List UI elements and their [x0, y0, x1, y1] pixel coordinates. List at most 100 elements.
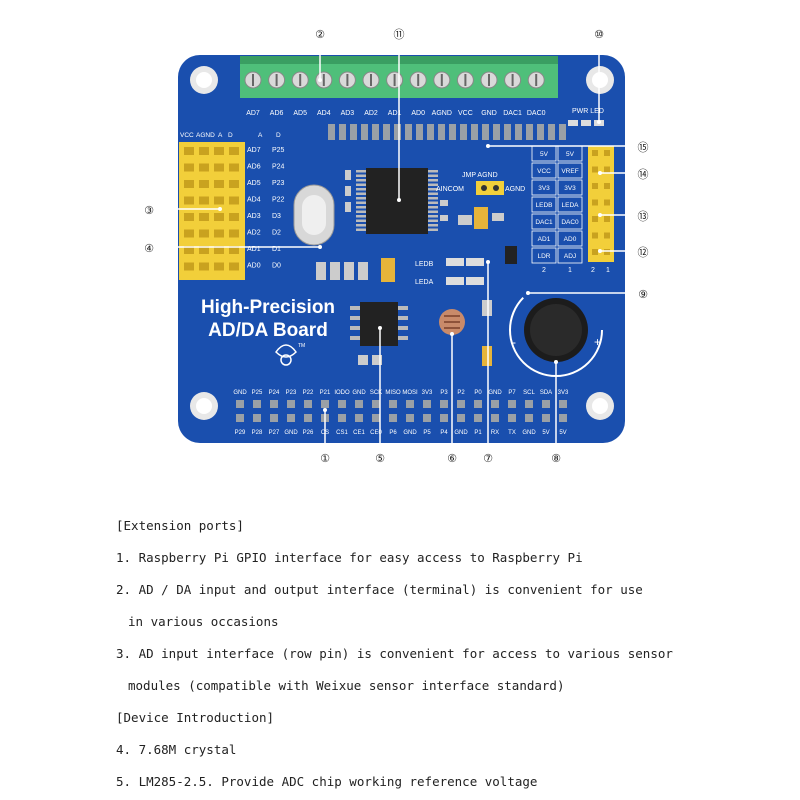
gpio-pin	[270, 414, 278, 422]
gpio-bottom-label: CE0	[370, 430, 382, 436]
gpio-top-label: P25	[252, 390, 263, 396]
jumper-table-cell: 3V3	[564, 185, 576, 192]
aincom-label: AINCOM	[436, 186, 464, 193]
gpio-pin	[508, 414, 516, 422]
desc-item-1: 1. Raspberry Pi GPIO interface for easy …	[116, 550, 583, 565]
jumper-col-number: 2	[542, 267, 546, 274]
gpio-pin	[389, 400, 397, 408]
gpio-pin	[474, 400, 482, 408]
jmp-agnd: JMP AGND AINCOM AGND	[436, 172, 525, 195]
gpio-pin	[304, 414, 312, 422]
section-heading-device: [Device Introduction]	[116, 710, 275, 725]
gpio-pin	[406, 414, 414, 422]
gpio-pin	[508, 400, 516, 408]
svg-text:-: -	[512, 335, 516, 349]
right-jumpers	[588, 146, 614, 262]
terminal-label: AD0	[411, 110, 425, 117]
gpio-bottom-label: P1	[474, 430, 482, 436]
left-header-col-label: A	[258, 132, 263, 139]
gpio-pin	[423, 400, 431, 408]
left-p-label: P23	[272, 180, 285, 187]
gpio-pin	[491, 414, 499, 422]
brand-logo: TM	[275, 343, 305, 366]
gpio-pin	[542, 414, 550, 422]
agnd-label: AGND	[505, 186, 525, 193]
gpio-bottom-label: TX	[508, 430, 516, 436]
pin-row-top	[328, 124, 566, 140]
logo-tm: TM	[298, 343, 305, 349]
gpio-bottom-label: P4	[440, 430, 448, 436]
gpio-top-label: P0	[474, 390, 482, 396]
adc-chip	[356, 168, 438, 234]
callout-number: ②	[315, 28, 325, 41]
gpio-bottom-label: P6	[389, 430, 397, 436]
gpio-bottom-label: RX	[491, 430, 499, 436]
jumper-table-cell: VREF	[561, 168, 578, 175]
callout-number: ⑤	[375, 452, 385, 465]
left-header-col-label: A	[218, 132, 223, 139]
left-ad-label: AD5	[247, 180, 261, 187]
gpio-pin	[440, 414, 448, 422]
callout-number: ⑪	[394, 28, 405, 41]
gpio-pin	[559, 400, 567, 408]
gpio-top-label: GND	[352, 390, 366, 396]
gpio-top-label: P22	[303, 390, 314, 396]
crystal-oscillator	[293, 184, 335, 246]
pwr-led-label: PWR LED	[572, 108, 604, 115]
desc-item-4: 4. 7.68M crystal	[116, 742, 237, 757]
gpio-bottom-label: 5V	[542, 430, 549, 436]
reference-chip	[350, 302, 408, 346]
gpio-top-label: P2	[457, 390, 465, 396]
gpio-top-label: P24	[269, 390, 280, 396]
gpio-bottom-label: GND	[403, 430, 417, 436]
gpio-pin	[304, 400, 312, 408]
left-ad-label: AD2	[247, 230, 261, 237]
left-p-label: D0	[272, 263, 281, 270]
left-p-label: P22	[272, 197, 285, 204]
ledb-label: LEDB	[415, 261, 434, 268]
gpio-pin	[253, 414, 261, 422]
left-ad-label: AD7	[247, 147, 261, 154]
gpio-bottom-label: 5V	[559, 430, 566, 436]
callout-number: ⑦	[483, 452, 493, 465]
terminal-label: AD3	[341, 110, 355, 117]
gpio-top-label: SCK	[370, 390, 382, 396]
gpio-pin	[355, 400, 363, 408]
callout-number: ⑭	[638, 168, 649, 181]
left-header-col-label: VCC	[180, 132, 194, 139]
left-p-label: D1	[272, 246, 281, 253]
gpio-pin	[474, 414, 482, 422]
jumper-col-number: 1	[568, 267, 572, 274]
leds: LEDB LEDA	[415, 258, 484, 286]
gpio-top-label: SDA	[540, 390, 552, 396]
gpio-pin	[440, 400, 448, 408]
gpio-top-label: GND	[488, 390, 502, 396]
jumper-table-cell: AD0	[564, 236, 577, 243]
terminal-label: AGND	[432, 110, 452, 117]
callout-number: ⑫	[638, 246, 649, 259]
gpio-pin	[287, 414, 295, 422]
gpio-top-label: SCL	[523, 390, 535, 396]
gpio-top-label: MOSI	[402, 390, 418, 396]
gpio-top-label: GND	[233, 390, 247, 396]
smd-components	[316, 170, 517, 366]
gpio-pin	[559, 414, 567, 422]
gpio-pin	[389, 414, 397, 422]
gpio-pin	[491, 400, 499, 408]
desc-item-3-cont: modules (compatible with Weixue sensor i…	[128, 678, 565, 693]
left-header-col-label: AGND	[196, 132, 215, 139]
photoresistor	[439, 309, 465, 335]
gpio-bottom-label: P28	[252, 430, 263, 436]
gpio-pin	[423, 414, 431, 422]
jumper-table-cell: DAC1	[535, 219, 553, 226]
left-p-label: P24	[272, 164, 285, 171]
callout-number: ⑮	[638, 141, 649, 154]
left-ad-label: AD4	[247, 197, 261, 204]
terminal-label: AD1	[388, 110, 402, 117]
gpio-pin	[236, 414, 244, 422]
mounting-holes	[190, 66, 614, 420]
